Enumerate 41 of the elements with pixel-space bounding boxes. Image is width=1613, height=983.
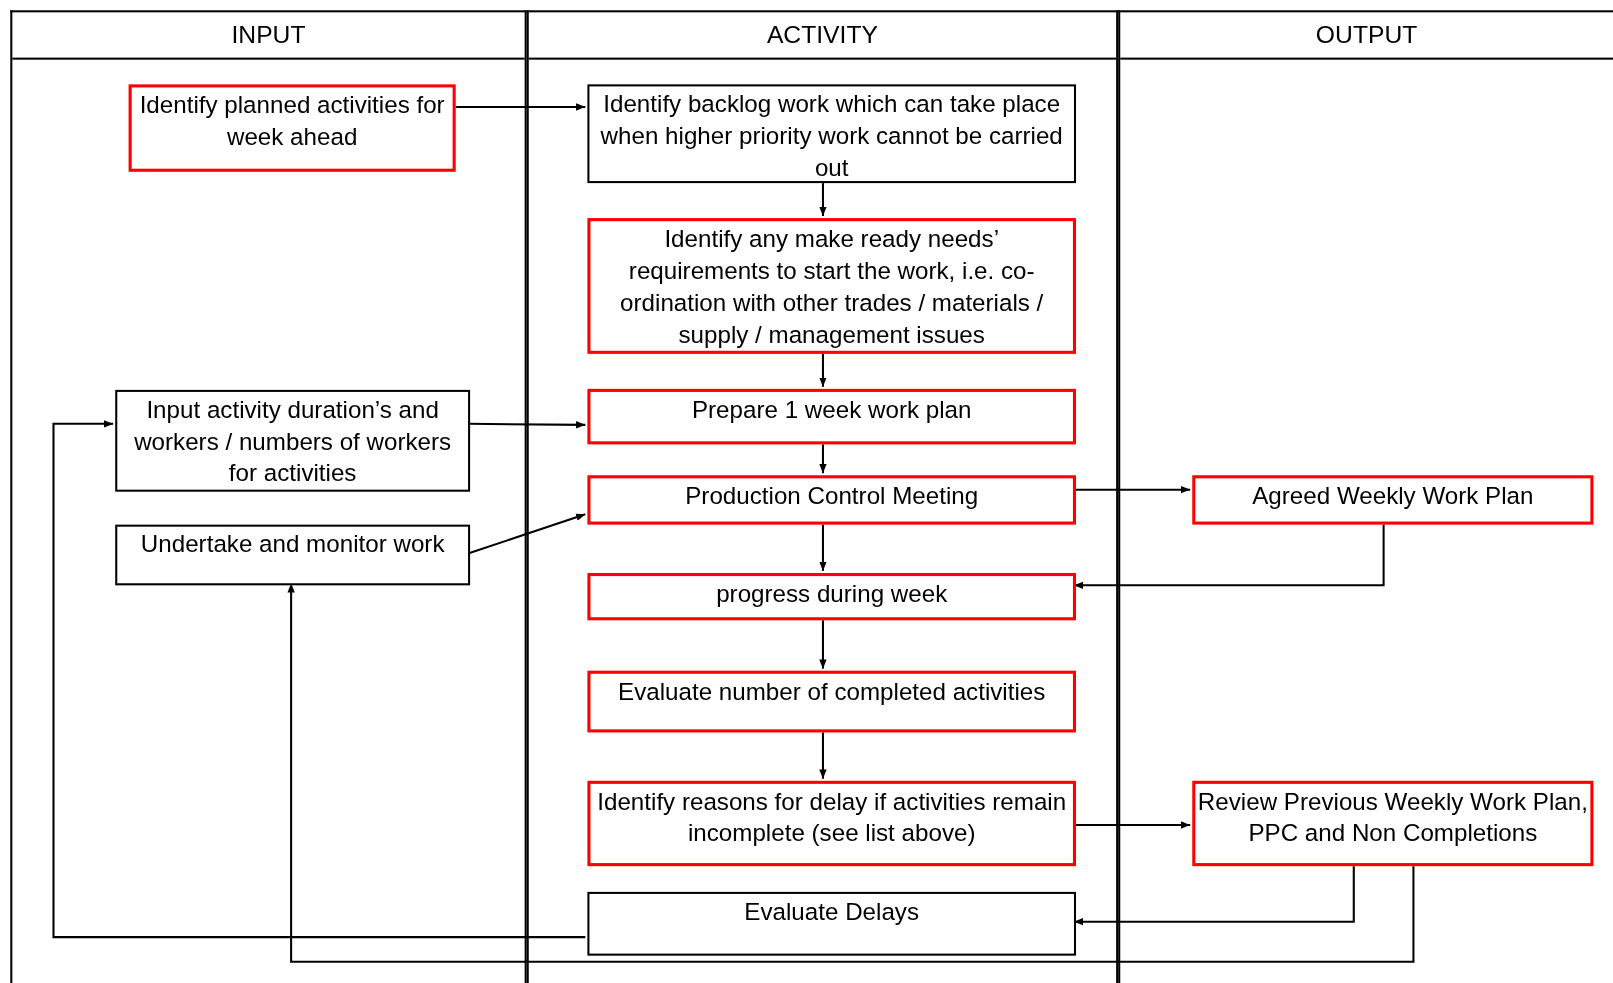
- arrow: [819, 522, 827, 571]
- arrow: [819, 618, 827, 669]
- lane-header: INPUT: [12, 12, 525, 60]
- process-box: [128, 84, 456, 172]
- box-text: Identify reasons for delay if activities remain incomplete (see list above): [596, 787, 1068, 849]
- box-text: Identify any make ready needs’ requirements to start the work, i.e. co-ordination with other trades / materials / supply / management issues: [619, 224, 1045, 350]
- process-box: [115, 389, 471, 492]
- process-box: [587, 573, 1076, 621]
- process-box: [587, 475, 1076, 525]
- arrow: [52, 420, 586, 939]
- lane-header: ACTIVITY: [528, 12, 1117, 60]
- process-box: [115, 524, 471, 586]
- swimlane: [526, 10, 1119, 983]
- process-box: [587, 218, 1076, 354]
- process-box: [587, 388, 1076, 445]
- box-text: Review Previous Weekly Work Plan, PPC and Non Completions: [1197, 787, 1589, 849]
- arrow: [819, 181, 827, 217]
- swimlane: [10, 10, 527, 983]
- arrow: [468, 421, 586, 429]
- box-text: Undertake and monitor work: [140, 529, 445, 560]
- arrow: [287, 583, 1415, 963]
- box-text: Agreed Weekly Work Plan: [1252, 481, 1534, 512]
- box-text: Production Control Meeting: [685, 481, 979, 512]
- arrow: [819, 442, 827, 474]
- box-text: Evaluate Delays: [744, 897, 920, 927]
- swimlane: [1118, 10, 1613, 983]
- box-text: progress during week: [716, 579, 948, 609]
- arrow: [819, 351, 827, 387]
- process-box: [587, 670, 1076, 733]
- process-box: [587, 780, 1076, 867]
- box-text: Evaluate number of completed activities: [618, 676, 1046, 707]
- box-text: Identify backlog work which can take place when higher priority work cannot be carried out: [599, 89, 1064, 184]
- process-box: [1192, 475, 1594, 525]
- process-box: [587, 891, 1076, 956]
- box-text: Input activity duration’s and workers / numbers of workers for activities: [133, 395, 453, 489]
- lane-header: OUTPUT: [1120, 12, 1613, 60]
- arrow: [453, 103, 586, 111]
- box-text: Identify planned activities for week ahead: [138, 90, 446, 153]
- process-box: [1192, 780, 1594, 867]
- arrow: [819, 730, 827, 779]
- box-text: Prepare 1 week work plan: [691, 395, 972, 425]
